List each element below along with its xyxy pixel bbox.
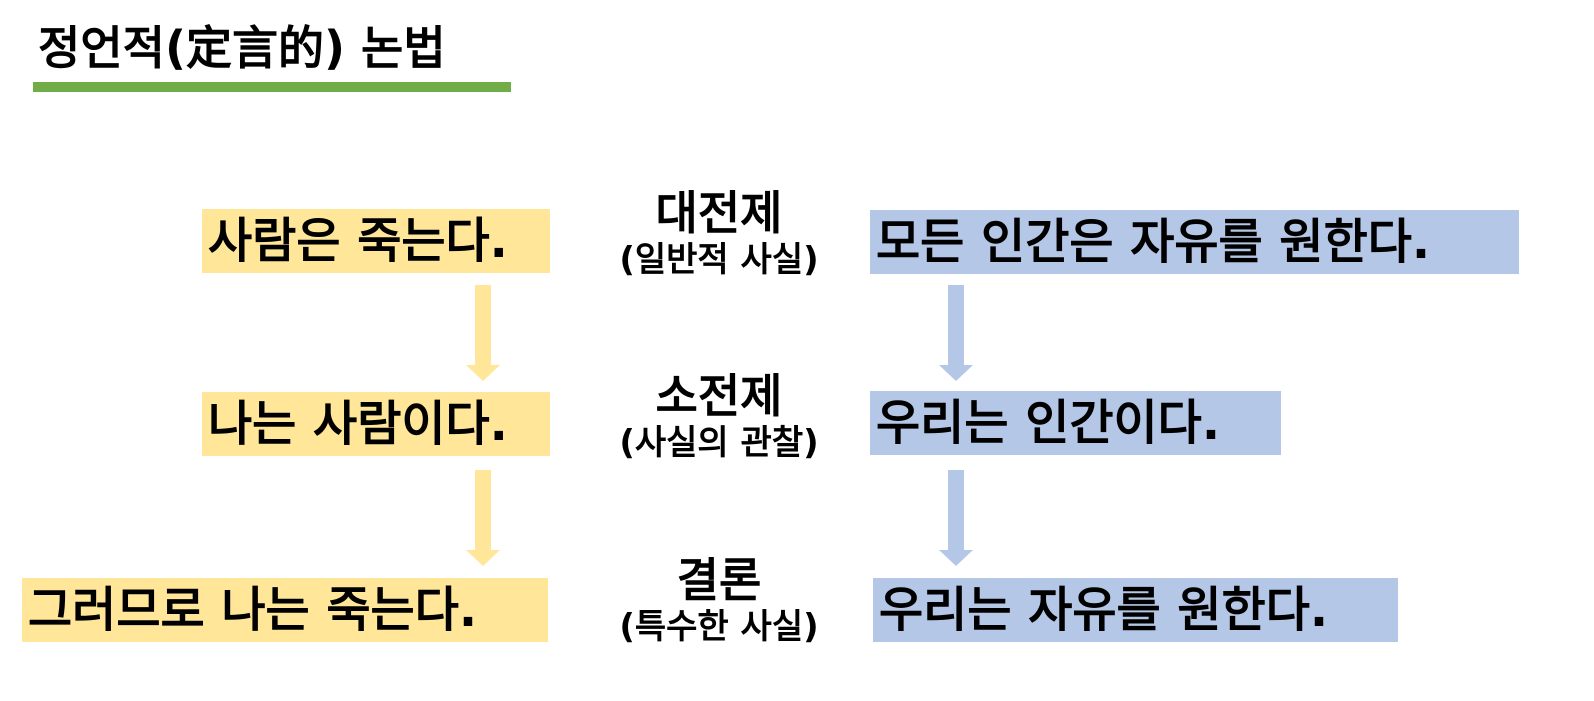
right-statement-conclusion: 우리는 자유를 원한다. — [873, 578, 1398, 642]
stage-conclusion: 결론 (특수한 사실) — [569, 553, 869, 647]
right-statement-minor: 우리는 인간이다. — [870, 391, 1281, 455]
left-arrow-down-2 — [466, 470, 500, 566]
left-arrow-down-1 — [466, 285, 500, 381]
page-title: 정언적(定言的) 논법 — [38, 21, 446, 75]
stage-major-premise-note: (일반적 사실) — [619, 240, 819, 280]
stage-minor-premise-note: (사실의 관찰) — [619, 423, 819, 463]
left-statement-minor: 나는 사람이다. — [202, 392, 550, 456]
right-arrow-down-1 — [939, 285, 973, 381]
right-arrow-down-2 — [939, 470, 973, 566]
stage-conclusion-label: 결론 — [676, 553, 762, 607]
stage-major-premise: 대전제 (일반적 사실) — [569, 186, 869, 280]
stage-minor-premise: 소전제 (사실의 관찰) — [569, 369, 869, 463]
stage-minor-premise-label: 소전제 — [655, 369, 783, 423]
title-underline — [33, 82, 511, 92]
stage-major-premise-label: 대전제 — [655, 186, 783, 240]
left-statement-major: 사람은 죽는다. — [202, 209, 550, 273]
right-statement-major: 모든 인간은 자유를 원한다. — [870, 210, 1519, 274]
left-statement-conclusion: 그러므로 나는 죽는다. — [22, 578, 548, 642]
stage-conclusion-note: (특수한 사실) — [619, 607, 819, 647]
